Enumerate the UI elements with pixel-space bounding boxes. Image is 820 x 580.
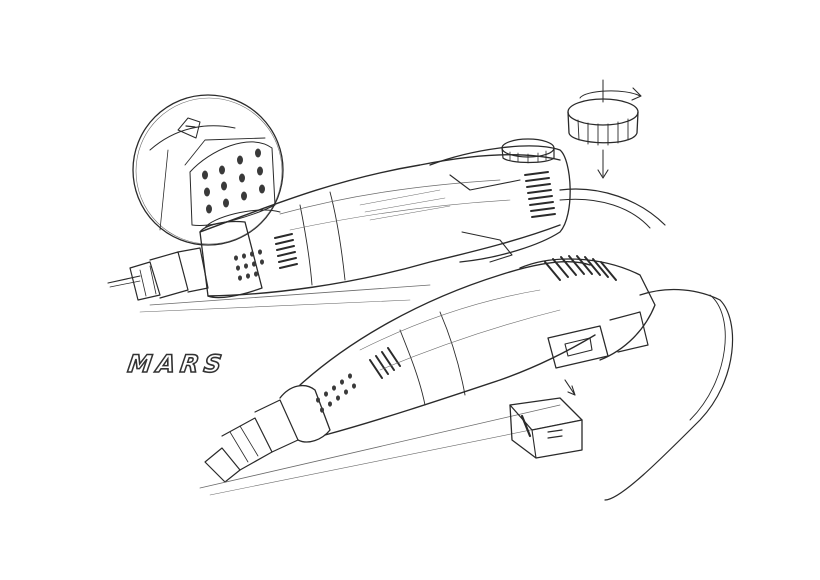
grip-dots-front-top	[234, 249, 264, 281]
vent-slots-rear-lower	[544, 255, 617, 281]
vent-slots-front-lower	[369, 347, 401, 379]
brand-wordmark: MARS	[125, 349, 229, 379]
rotary-tool-angled-view	[199, 255, 734, 501]
grip-detail-callout	[132, 94, 284, 246]
speed-knob-detail	[567, 79, 642, 179]
vent-slots-rear-top	[524, 171, 556, 218]
vent-slots-front-top	[274, 233, 298, 269]
power-switch-detail	[509, 379, 583, 459]
grip-dots-front-lower	[316, 373, 356, 413]
grip-dots-detail	[202, 148, 265, 214]
rotary-tool-top-view	[107, 138, 666, 313]
